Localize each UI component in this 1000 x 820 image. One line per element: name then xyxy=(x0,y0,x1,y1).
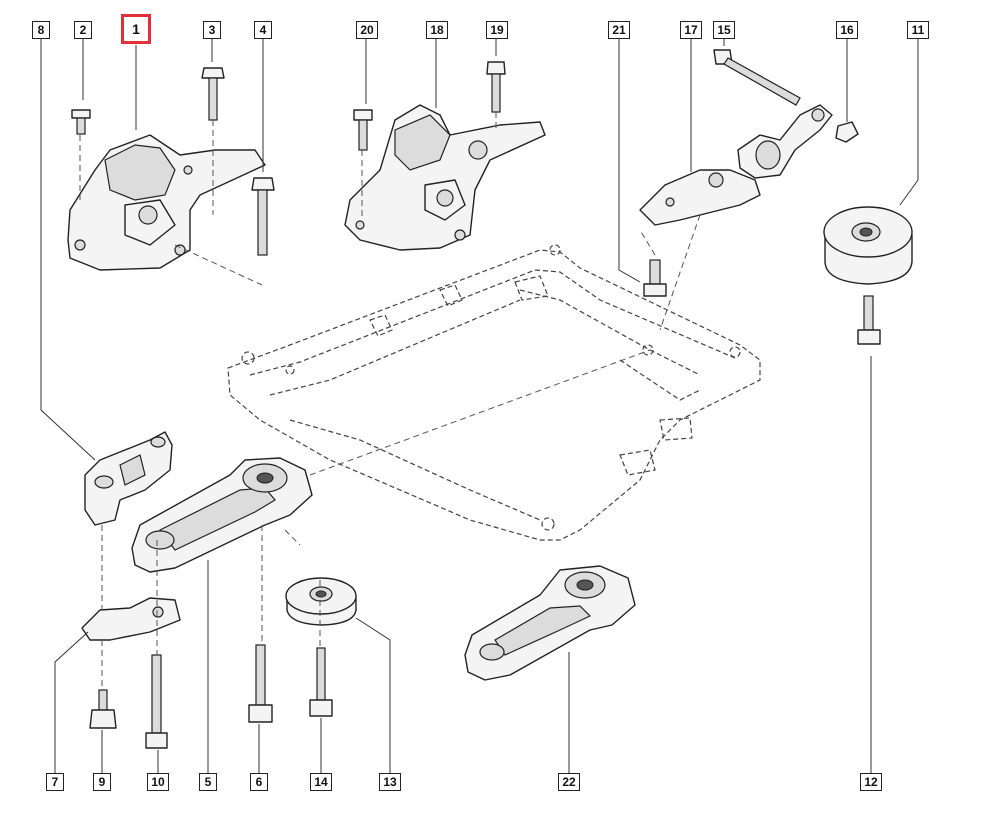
callout-9[interactable]: 9 xyxy=(93,773,111,791)
part-18-gearbox-mount[interactable] xyxy=(344,104,546,251)
callout-12[interactable]: 12 xyxy=(860,773,882,791)
bolt-12[interactable] xyxy=(857,295,881,345)
part-13-bushing[interactable] xyxy=(285,577,357,626)
callout-3[interactable]: 3 xyxy=(203,21,221,39)
subframe xyxy=(227,244,761,541)
callout-11[interactable]: 11 xyxy=(907,21,929,39)
nut-16[interactable] xyxy=(835,121,859,143)
part-8-torque-link[interactable] xyxy=(84,431,173,526)
part-7-bracket[interactable] xyxy=(81,597,181,641)
bolt-19[interactable] xyxy=(486,61,506,113)
callout-21[interactable]: 21 xyxy=(608,21,630,39)
part-1-engine-mount[interactable] xyxy=(67,134,266,271)
part-22-torque-link[interactable] xyxy=(464,565,636,681)
bolt-10[interactable] xyxy=(145,654,168,749)
callout-19[interactable]: 19 xyxy=(486,21,508,39)
callout-17[interactable]: 17 xyxy=(680,21,702,39)
bolt-2[interactable] xyxy=(71,109,91,135)
bolt-3[interactable] xyxy=(201,67,225,121)
part-5-lower-torque-link[interactable] xyxy=(131,457,313,573)
part-17-bracket[interactable] xyxy=(639,169,761,226)
callout-14[interactable]: 14 xyxy=(310,773,332,791)
callout-16[interactable]: 16 xyxy=(836,21,858,39)
bolt-9[interactable] xyxy=(89,689,117,729)
callout-18[interactable]: 18 xyxy=(426,21,448,39)
leader-lines xyxy=(40,35,919,777)
bolt-4[interactable] xyxy=(251,177,275,256)
callout-15[interactable]: 15 xyxy=(713,21,735,39)
part-11-round-mount[interactable] xyxy=(823,206,913,285)
callout-13[interactable]: 13 xyxy=(379,773,401,791)
callout-4[interactable]: 4 xyxy=(254,21,272,39)
callout-8[interactable]: 8 xyxy=(32,21,50,39)
bolt-15[interactable] xyxy=(713,49,801,106)
callout-5[interactable]: 5 xyxy=(199,773,217,791)
callout-10[interactable]: 10 xyxy=(147,773,169,791)
bolt-21[interactable] xyxy=(643,259,667,297)
callout-1-highlighted[interactable]: 1 xyxy=(121,14,151,44)
callout-22[interactable]: 22 xyxy=(558,773,580,791)
torque-rod[interactable] xyxy=(737,104,833,179)
bolt-14[interactable] xyxy=(309,647,333,717)
callout-6[interactable]: 6 xyxy=(250,773,268,791)
callout-20[interactable]: 20 xyxy=(356,21,378,39)
bolt-6[interactable] xyxy=(248,644,273,723)
callout-7[interactable]: 7 xyxy=(46,773,64,791)
bolt-20[interactable] xyxy=(353,109,373,151)
callout-2[interactable]: 2 xyxy=(74,21,92,39)
